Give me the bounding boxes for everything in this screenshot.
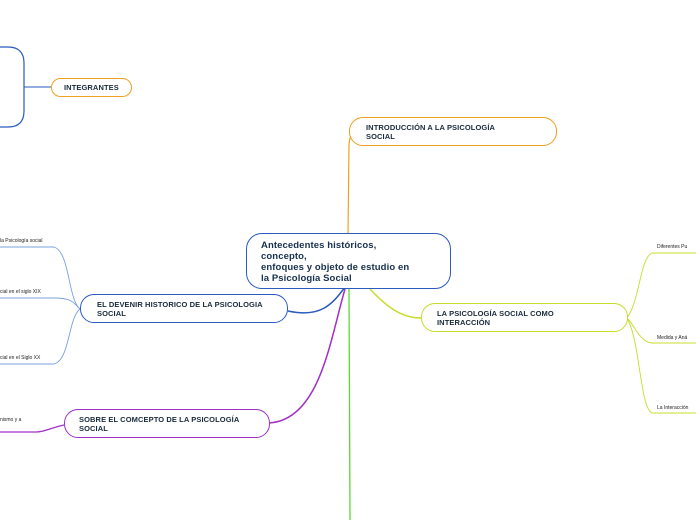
branch-introduccion[interactable]: INTRODUCCIÓN A LA PSICOLOGÍA SOCIAL [349,117,557,146]
concepto-leaf-1[interactable]: nismo y a [0,417,22,423]
root-to-concepto-connector [268,288,346,424]
branch-integrantes-label: INTEGRANTES [64,83,119,92]
branch-devenir-label: EL DEVENIR HISTORICO DE LA PSICOLOGIA SO… [97,299,263,318]
devenir-leaf-3[interactable]: cial en el Siglo XX [0,355,41,361]
branch-interaccion-label: LA PSICOLOGÍA SOCIAL COMO INTERACCIÓN [437,308,554,327]
interaccion-leaf-connector-1 [626,252,696,319]
devenir-leaf-2[interactable]: cial en el siglo XIX [0,289,41,295]
root-to-devenir-connector [287,286,346,314]
devenir-leaf-connector-2 [0,297,81,310]
devenir-leaf-connector-3 [0,308,81,365]
root-to-introduccion-connector [347,130,357,234]
interaccion-leaf-3[interactable]: La Interacción [657,405,689,411]
devenir-leaf-connector-1 [0,246,81,310]
concepto-leaf-connector [0,424,65,433]
interaccion-leaf-connector-2 [626,317,696,344]
integrantes-frame [0,46,25,128]
branch-concepto-label: SOBRE EL COMCEPTO DE LA PSICOLOGÍA SOCIA… [79,414,240,433]
interaccion-leaf-2[interactable]: Medida y Aná [657,335,688,341]
root-to-interaccion-connector [369,288,422,319]
branch-integrantes[interactable]: INTEGRANTES [51,78,132,97]
branch-interaccion[interactable]: LA PSICOLOGÍA SOCIAL COMO INTERACCIÓN [421,303,628,332]
interaccion-leaf-1[interactable]: Diferentes Pu [657,244,688,250]
branch-introduccion-label: INTRODUCCIÓN A LA PSICOLOGÍA SOCIAL [366,122,496,141]
green-vertical-connector [348,288,351,520]
interaccion-leaf-connector-3 [626,317,696,414]
branch-devenir[interactable]: EL DEVENIR HISTORICO DE LA PSICOLOGIA SO… [80,294,288,323]
root-node[interactable]: Antecedentes históricos, concepto, enfoq… [246,233,451,289]
devenir-leaf-1[interactable]: la Psicología social [0,238,43,244]
root-node-label: Antecedentes históricos, concepto, enfoq… [261,240,410,284]
branch-concepto[interactable]: SOBRE EL COMCEPTO DE LA PSICOLOGÍA SOCIA… [64,409,270,438]
